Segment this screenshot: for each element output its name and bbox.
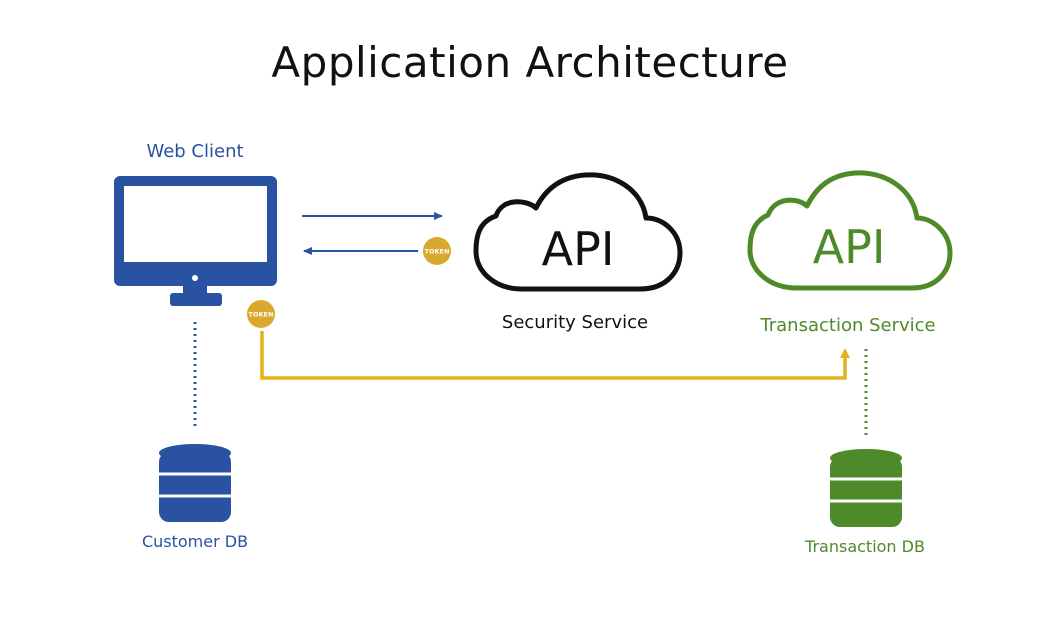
web-client-label: Web Client [146,141,244,162]
transaction-service-label: Transaction Service [760,315,936,336]
customer-db-label: Customer DB [141,532,249,551]
token-label: TOKEN [249,311,274,319]
token-icon: TOKEN [423,237,451,265]
token-flow-arrow [260,331,850,380]
api-badge: API [542,222,615,276]
database-icon[interactable] [830,449,902,527]
page-title: Application Architecture [271,38,789,87]
security-service-label: Security Service [501,312,649,333]
monitor-icon[interactable] [114,176,277,306]
transaction-db-label: Transaction DB [805,537,925,556]
token-label: TOKEN [425,248,450,256]
database-icon[interactable] [159,444,231,522]
cloud-icon[interactable]: API [473,172,683,292]
cloud-icon[interactable]: API [747,170,953,291]
api-badge: API [813,220,886,274]
token-icon: TOKEN [247,300,275,328]
